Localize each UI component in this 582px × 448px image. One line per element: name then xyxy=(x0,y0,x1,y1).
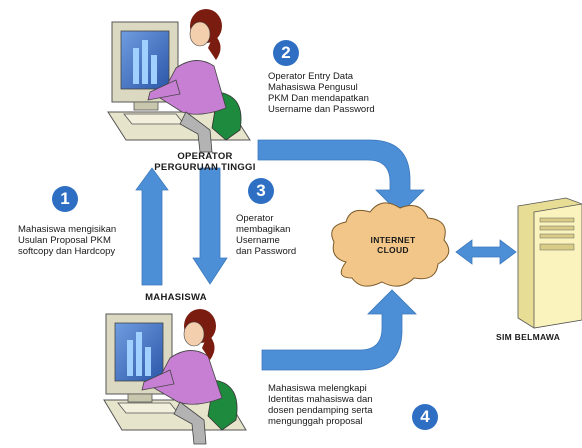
operator-label-line2: PERGURUAN TINGGI xyxy=(154,161,256,173)
step-3-line: membagikan xyxy=(236,223,291,235)
cloud-label-line2: CLOUD xyxy=(377,244,409,255)
server-label: SIM BELMAWA xyxy=(496,332,561,342)
operator-label-line1: OPERATOR xyxy=(177,151,233,162)
cloud-label-line1: INTERNET xyxy=(370,235,416,245)
step-2-line: Operator Entry Data xyxy=(268,71,354,82)
operator-label: OPERATOR PERGURUAN TINGGI xyxy=(140,151,270,174)
step-3-line: Operator xyxy=(236,213,274,224)
step-badge-1: 1 xyxy=(52,186,78,212)
step-1-line: Usulan Proposal PKM xyxy=(18,234,111,246)
step-4-line: Identitas mahasiswa dan xyxy=(268,393,373,405)
step-3-line: dan Password xyxy=(236,245,297,257)
arrow-up-student-to-operator xyxy=(135,167,169,286)
step-badge-3: 3 xyxy=(248,178,274,204)
arrow-student-to-cloud xyxy=(261,289,417,371)
step-4-line: mengunggah proposal xyxy=(268,415,363,427)
step-1-line: softcopy dan Hardcopy xyxy=(18,245,116,257)
step-4-line: dosen pendamping serta xyxy=(268,404,373,416)
step-2-description: Operator Entry Data Mahasiswa Pengusul P… xyxy=(268,71,375,116)
mahasiswa-label: MAHASISWA xyxy=(145,292,207,303)
arrow-cloud-server-bidirectional xyxy=(455,239,517,265)
step-4-description: Mahasiswa melengkapi Identitas mahasiswa… xyxy=(268,383,373,428)
cloud-icon xyxy=(331,202,450,287)
step-2-line: PKM Dan mendapatkan xyxy=(268,92,369,104)
arrow-down-operator-to-student xyxy=(192,167,228,285)
step-3-line: Username xyxy=(236,234,280,246)
step-2-line: Username dan Password xyxy=(268,103,375,115)
cloud-label: INTERNET CLOUD xyxy=(356,235,430,256)
server-tower-icon xyxy=(517,197,582,329)
step-badge-2: 2 xyxy=(273,40,299,66)
step-1-line: Mahasiswa mengisikan xyxy=(18,224,117,235)
step-3-description: Operator membagikan Username dan Passwor… xyxy=(236,213,297,258)
operator-workstation-icon xyxy=(107,9,251,153)
step-badge-4: 4 xyxy=(412,404,438,430)
student-workstation-icon xyxy=(103,309,247,445)
arrow-operator-to-cloud xyxy=(257,139,425,215)
step-4-line: Mahasiswa melengkapi xyxy=(268,383,367,394)
step-2-line: Mahasiswa Pengusul xyxy=(268,81,358,93)
step-1-description: Mahasiswa mengisikan Usulan Proposal PKM… xyxy=(18,224,117,258)
